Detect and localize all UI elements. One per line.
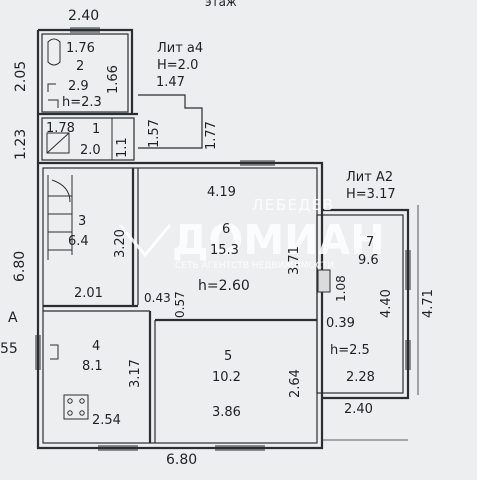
fixtures xyxy=(46,38,331,420)
burner-icon xyxy=(67,410,73,416)
room-6-dim-043: 0.43 xyxy=(144,291,171,305)
room-5-number: 5 xyxy=(224,349,232,364)
washbasin-icon xyxy=(50,344,59,360)
sink-icon xyxy=(47,83,56,92)
total-width-label: 6.80 xyxy=(166,452,197,468)
left-partial-55: 55 xyxy=(0,341,18,357)
room-1-dim-side: 1.1 xyxy=(115,137,130,158)
room-7-inner-outline xyxy=(316,214,404,394)
room-5-dim-bottom: 3.86 xyxy=(212,405,241,420)
left-height-680: 6.80 xyxy=(12,251,28,282)
burner-icon xyxy=(79,410,85,416)
room-2-number: 2 xyxy=(76,59,84,74)
main-wall-top xyxy=(38,161,324,198)
annex-a4-name: Лит а4 xyxy=(157,41,203,56)
room-2-inner-outline xyxy=(41,33,129,113)
boiler-icon-diagonal xyxy=(46,132,70,154)
watermark-logo xyxy=(118,224,172,258)
annex-a2-bottom-width: 2.40 xyxy=(344,402,373,417)
room-3-area: 6.4 xyxy=(68,234,89,249)
annex-a4-height-157: 1.57 xyxy=(147,119,162,148)
toilet-icon xyxy=(47,38,61,66)
annex-a2-wall xyxy=(322,208,410,400)
room-2-dim-top: 1.76 xyxy=(66,41,95,56)
stove-icon xyxy=(63,394,89,420)
room-1-area: 2.0 xyxy=(80,143,101,158)
room-7-dim-108: 1.08 xyxy=(334,275,348,302)
staircase-arrow-icon xyxy=(51,179,71,203)
main-wall-left-bottom xyxy=(36,163,324,450)
annex-a2-height: H=3.17 xyxy=(346,187,396,202)
staircase-icon xyxy=(47,175,73,260)
annex-a2-depth: 4.71 xyxy=(421,289,436,318)
room-4-dim-side: 3.17 xyxy=(128,359,143,388)
room-4-area: 8.1 xyxy=(82,359,103,374)
annex-a2-name: Лит А2 xyxy=(346,170,393,185)
room-2-area: 2.9 xyxy=(68,79,89,94)
watermark-line2: ДОМИАН xyxy=(172,216,385,264)
room-3-dim-bottom: 2.01 xyxy=(74,286,103,301)
burner-icon xyxy=(67,398,73,404)
room-7-number: 7 xyxy=(366,235,374,250)
windows xyxy=(35,27,411,451)
room-4-dim-bottom: 2.54 xyxy=(92,413,121,428)
room-7-area: 9.6 xyxy=(358,253,379,268)
room-4-number: 4 xyxy=(92,339,100,354)
room-5-dim-side: 2.64 xyxy=(288,369,303,398)
room-6-area: 15.3 xyxy=(210,243,239,258)
watermark: ЛЕБЕДЕВ ДОМИАН СЕТЬ АГЕНТСТВ НЕДВИЖИМОСТ… xyxy=(118,196,385,271)
room-2-ceiling: h=2.3 xyxy=(62,95,102,110)
floor-title-partial: этаж xyxy=(205,0,237,9)
room-7-dim-bottom: 2.28 xyxy=(346,370,375,385)
boiler-icon xyxy=(46,132,70,154)
walls xyxy=(36,28,410,450)
top-width-label: 2.40 xyxy=(68,8,99,24)
room-1-inner-outline xyxy=(41,117,135,161)
dimension-lines xyxy=(322,205,419,441)
room-1-number: 1 xyxy=(92,122,100,137)
room-1-dim-top: 1.78 xyxy=(46,121,75,136)
annex-a4-height-177: 1.77 xyxy=(204,121,219,150)
annex-a4-height-205: 2.05 xyxy=(13,61,29,92)
annex-a4-width: 1.47 xyxy=(156,75,185,90)
room-2-dim-side: 1.66 xyxy=(106,65,121,94)
watermark-line1: ЛЕБЕДЕВ xyxy=(252,196,335,214)
room-7-ceiling: h=2.5 xyxy=(330,343,370,358)
room-3-dim-side: 3.20 xyxy=(113,229,128,258)
porch-outline xyxy=(138,94,203,149)
bath-icon xyxy=(48,99,59,108)
room-6-dim-057: 0.57 xyxy=(173,291,187,318)
room-6-ceiling: h=2.60 xyxy=(198,278,250,294)
room-7-dim-side: 4.40 xyxy=(379,289,394,318)
left-letter-a: A xyxy=(8,310,18,326)
room-3-number: 3 xyxy=(78,214,86,229)
annex-a4-wall-top xyxy=(38,28,134,113)
burner-icon xyxy=(79,398,85,404)
room-5-area: 10.2 xyxy=(212,370,241,385)
room-6-number: 6 xyxy=(222,222,230,237)
annex-a4-height: H=2.0 xyxy=(157,58,198,73)
room-6-dim-side: 3.71 xyxy=(287,246,302,275)
watermark-line3: СЕТЬ АГЕНТСТВ НЕДВИЖИМОСТИ xyxy=(175,261,334,271)
room-6-dim-top: 4.19 xyxy=(207,185,236,200)
room-7-dim-039: 0.39 xyxy=(326,316,355,331)
annex-a4-height-123: 1.23 xyxy=(13,129,29,160)
chimney-icon xyxy=(317,269,331,293)
